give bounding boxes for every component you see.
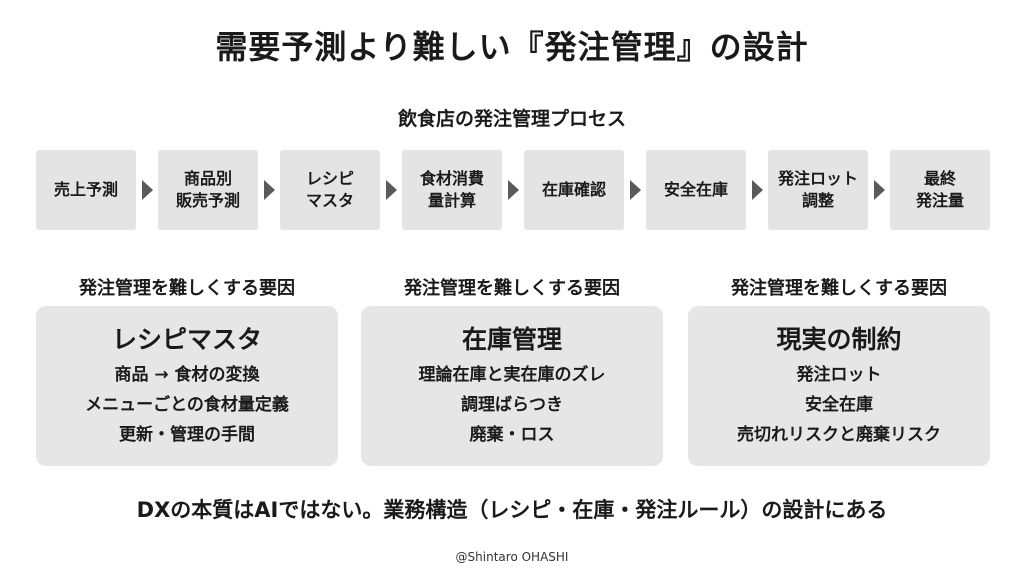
process-step: 食材消費 量計算 (402, 150, 502, 230)
card-title: 現実の制約 (776, 325, 902, 354)
step-line: 発注ロット (777, 169, 858, 189)
factor-card-recipe: レシピマスタ 商品 → 食材の変換 メニューごとの食材量定義 更新・管理の手間 (36, 306, 338, 466)
card-line: 安全在庫 (805, 395, 873, 415)
author-credit: @Shintaro OHASHI (455, 550, 569, 564)
triangle-right-icon (629, 180, 641, 200)
process-title: 飲食店の発注管理プロセス (397, 108, 626, 130)
process-step: 在庫確認 (524, 150, 624, 230)
step-line: 安全在庫 (663, 180, 728, 200)
step-line: 食材消費 (419, 169, 484, 189)
process-step: 売上予測 (36, 150, 136, 230)
step-line: 販売予測 (175, 191, 240, 210)
step-line: レシピ (305, 169, 354, 189)
step-line: 調整 (801, 191, 834, 210)
triangle-right-icon (507, 180, 519, 200)
factor-label: 発注管理を難しくする要因 (79, 278, 295, 299)
step-line: 売上予測 (53, 180, 118, 200)
card-line: 商品 → 食材の変換 (114, 365, 260, 385)
triangle-right-icon (385, 180, 397, 200)
process-step: レシピ マスタ (280, 150, 380, 230)
page-title: 需要予測より難しい『発注管理』の設計 (215, 28, 809, 66)
factor-card-inventory: 在庫管理 理論在庫と実在庫のズレ 調理ばらつき 廃棄・ロス (361, 306, 663, 466)
factor-label: 発注管理を難しくする要因 (404, 278, 620, 299)
step-line: 量計算 (427, 191, 476, 210)
process-step: 商品別 販売予測 (158, 150, 258, 230)
card-title: レシピマスタ (111, 325, 262, 354)
step-line: マスタ (305, 191, 354, 210)
card-line: メニューごとの食材量定義 (85, 395, 289, 415)
card-title: 在庫管理 (461, 325, 562, 354)
triangle-right-icon (751, 180, 763, 200)
card-line: 調理ばらつき (461, 395, 563, 415)
card-line: 発注ロット (796, 365, 882, 385)
conclusion-text: DXの本質はAIではない。業務構造（レシピ・在庫・発注ルール）の設計にある (136, 498, 888, 522)
step-line: 商品別 (183, 169, 232, 189)
factor-label: 発注管理を難しくする要因 (731, 278, 947, 299)
process-step: 安全在庫 (646, 150, 746, 230)
card-line: 理論在庫と実在庫のズレ (418, 365, 606, 385)
triangle-right-icon (873, 180, 885, 200)
step-line: 発注量 (915, 191, 964, 210)
process-flow: 売上予測 商品別 販売予測 レシピ マスタ 食材消費 量計算 在庫確認 安全在庫… (36, 150, 990, 230)
card-line: 廃棄・ロス (469, 425, 555, 445)
factor-card-constraints: 現実の制約 発注ロット 安全在庫 売切れリスクと廃棄リスク (688, 306, 990, 466)
card-line: 売切れリスクと廃棄リスク (737, 425, 941, 445)
triangle-right-icon (141, 180, 153, 200)
process-step: 最終 発注量 (890, 150, 990, 230)
step-line: 最終 (923, 169, 956, 189)
process-step: 発注ロット 調整 (768, 150, 868, 230)
step-line: 在庫確認 (541, 180, 606, 200)
triangle-right-icon (263, 180, 275, 200)
card-line: 更新・管理の手間 (119, 425, 255, 445)
